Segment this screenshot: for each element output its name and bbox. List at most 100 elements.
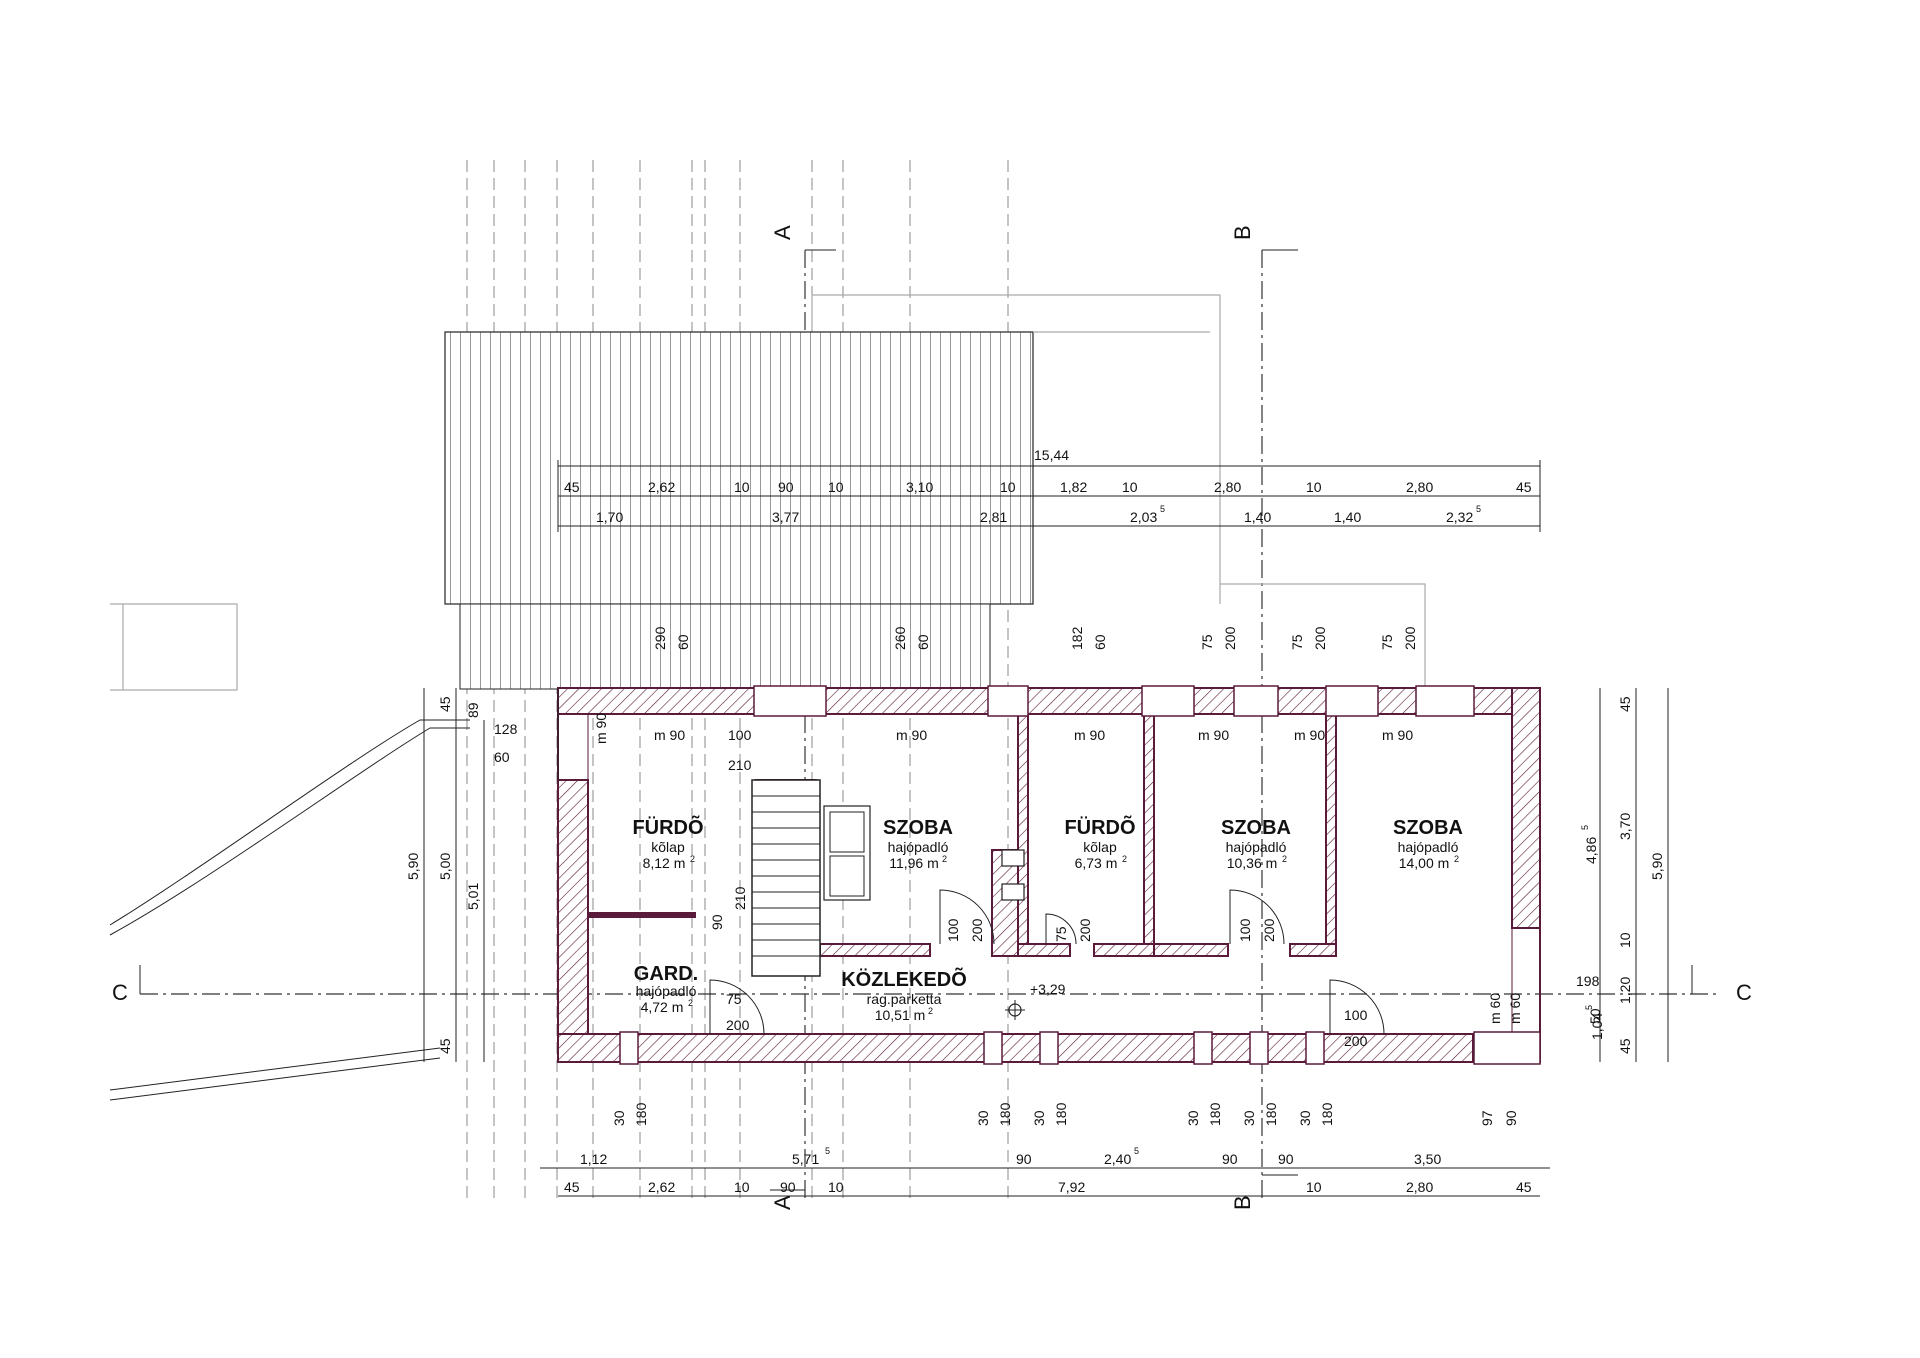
room-area-sup: 2 bbox=[1122, 854, 1127, 864]
dim-label: 2,40 bbox=[1104, 1151, 1131, 1167]
windows-bottom bbox=[619, 1031, 1541, 1065]
dim-label: 180 bbox=[1319, 1102, 1335, 1126]
windows-top bbox=[753, 685, 1475, 717]
room-name: GARD. bbox=[634, 963, 698, 985]
door-label: m 90 bbox=[593, 713, 609, 744]
dim-label: 5 bbox=[1160, 504, 1165, 514]
door-label: 200 bbox=[1344, 1033, 1368, 1049]
dim-label: 180 bbox=[997, 1102, 1013, 1126]
dim-label: 2,80 bbox=[1406, 1179, 1433, 1195]
dim-label: 5 bbox=[1476, 504, 1481, 514]
top-dimensions bbox=[557, 460, 1541, 532]
room-szoba-2: SZOBA hajópadló 10,36 m 2 bbox=[1221, 817, 1291, 871]
dim-label: 7,92 bbox=[1058, 1179, 1085, 1195]
dim-label: 3,10 bbox=[906, 479, 933, 495]
dim-label: 2,03 bbox=[1130, 509, 1157, 525]
dim-label: 180 bbox=[633, 1102, 649, 1126]
dim-label: 45 bbox=[437, 696, 453, 712]
dim-label: 5,00 bbox=[437, 853, 453, 880]
dim-label: 10 bbox=[1306, 1179, 1322, 1195]
dim-label: 45 bbox=[1617, 696, 1633, 712]
dim-label: 45 bbox=[564, 479, 580, 495]
dim-label: 1,70 bbox=[596, 509, 623, 525]
ramp bbox=[109, 719, 470, 1101]
dim-label: 180 bbox=[1053, 1102, 1069, 1126]
room-gard: GARD. hajópadló 4,72 m 2 bbox=[634, 963, 698, 1015]
room-name: SZOBA bbox=[1221, 817, 1291, 839]
room-area: 8,12 m bbox=[643, 855, 686, 871]
room-furdo-2: FÜRDÕ kõlap 6,73 m 2 bbox=[1064, 815, 1135, 871]
door-label: m 90 bbox=[1294, 727, 1325, 743]
room-floor: rag.parketta bbox=[867, 991, 942, 1007]
door-label: 75 bbox=[726, 991, 742, 1007]
dim-label: 45 bbox=[1516, 479, 1532, 495]
dim-label: 75 bbox=[1199, 634, 1215, 650]
door-label: m 60 bbox=[1487, 993, 1503, 1024]
dim-label: 5 bbox=[825, 1146, 830, 1156]
dim-label: 89 bbox=[465, 702, 481, 718]
section-a-top: A bbox=[770, 225, 795, 240]
room-name: SZOBA bbox=[1393, 817, 1463, 839]
dim-label: 2,32 bbox=[1446, 509, 1473, 525]
room-szoba-3: SZOBA hajópadló 14,00 m 2 bbox=[1393, 817, 1463, 871]
room-furdo-1: FÜRDÕ kõlap 8,12 m 2 bbox=[632, 815, 703, 871]
dim-label: 5,90 bbox=[1649, 853, 1665, 880]
door-label: 100 bbox=[728, 727, 752, 743]
dim-label: 10 bbox=[1306, 479, 1322, 495]
dim-label: 60 bbox=[1092, 634, 1108, 650]
dim-label: 30 bbox=[611, 1110, 627, 1126]
dim-label: 5 bbox=[1580, 825, 1590, 830]
level-value: +3,29 bbox=[1030, 981, 1066, 997]
dim-label: 4,86 bbox=[1583, 837, 1599, 864]
room-name: SZOBA bbox=[883, 817, 953, 839]
door-label: 200 bbox=[1077, 918, 1093, 942]
dim-label: 3,77 bbox=[772, 509, 799, 525]
dim-label: 60 bbox=[494, 749, 510, 765]
dim-label: 260 bbox=[892, 626, 908, 650]
door-label: 100 bbox=[945, 918, 961, 942]
room-area-sup: 2 bbox=[942, 854, 947, 864]
dim-label: 90 bbox=[780, 1179, 796, 1195]
door-label: 200 bbox=[726, 1017, 750, 1033]
dim-label: 45 bbox=[1516, 1179, 1532, 1195]
dim-label: 45 bbox=[437, 1038, 453, 1054]
dim-label: 1,40 bbox=[1334, 509, 1361, 525]
dim-label: 30 bbox=[1185, 1110, 1201, 1126]
dim-label: 90 bbox=[778, 479, 794, 495]
dim-label: 10 bbox=[1617, 932, 1633, 948]
door-label: 200 bbox=[969, 918, 985, 942]
dim-label: 198 bbox=[1576, 973, 1600, 989]
section-a-bottom: A bbox=[770, 1195, 795, 1210]
terrace-roof bbox=[110, 294, 1426, 691]
dim-label: 1,40 bbox=[1244, 509, 1271, 525]
dim-label: 3,70 bbox=[1617, 813, 1633, 840]
right-dimensions: 4,86 5 45 3,70 10 1,20 1,04 5 45 5,90 19… bbox=[1576, 688, 1669, 1062]
room-area-sup: 2 bbox=[690, 854, 695, 864]
door-label: 75 bbox=[1053, 926, 1069, 942]
dim-label: 1,12 bbox=[580, 1151, 607, 1167]
window-width-labels: 290 60 260 60 182 60 75 200 75 200 75 20… bbox=[652, 626, 1418, 650]
dim-label: 60 bbox=[675, 634, 691, 650]
dim-label: 45 bbox=[1617, 1038, 1633, 1054]
dim-label: 2,80 bbox=[1406, 479, 1433, 495]
dim-label: 90 bbox=[1503, 1110, 1519, 1126]
room-kozlekedo: KÖZLEKEDÕ rag.parketta 10,51 m 2 bbox=[841, 967, 967, 1023]
room-name: FÜRDÕ bbox=[1064, 815, 1135, 839]
left-dimensions: 5,90 5,00 5,01 45 45 89 128 60 bbox=[405, 688, 518, 1062]
dim-total-top: 15,44 bbox=[1034, 447, 1069, 463]
room-area: 10,36 m bbox=[1227, 855, 1278, 871]
dim-label: 180 bbox=[1207, 1102, 1223, 1126]
dim-label: 5,71 bbox=[792, 1151, 819, 1167]
dim-label: 30 bbox=[1297, 1110, 1313, 1126]
door-label: m 90 bbox=[654, 727, 685, 743]
dim-label: 1,20 bbox=[1617, 977, 1633, 1004]
room-floor: hajópadló bbox=[1226, 839, 1287, 855]
dim-label: 180 bbox=[1263, 1102, 1279, 1126]
dim-label: 10 bbox=[828, 479, 844, 495]
door-label: m 90 bbox=[1382, 727, 1413, 743]
door-label: 100 bbox=[1344, 1007, 1368, 1023]
dim-label: 50 bbox=[1587, 1008, 1603, 1024]
door-label: 90 bbox=[709, 914, 725, 930]
dim-label: 5 bbox=[1584, 1005, 1594, 1010]
room-area: 6,73 m bbox=[1075, 855, 1118, 871]
